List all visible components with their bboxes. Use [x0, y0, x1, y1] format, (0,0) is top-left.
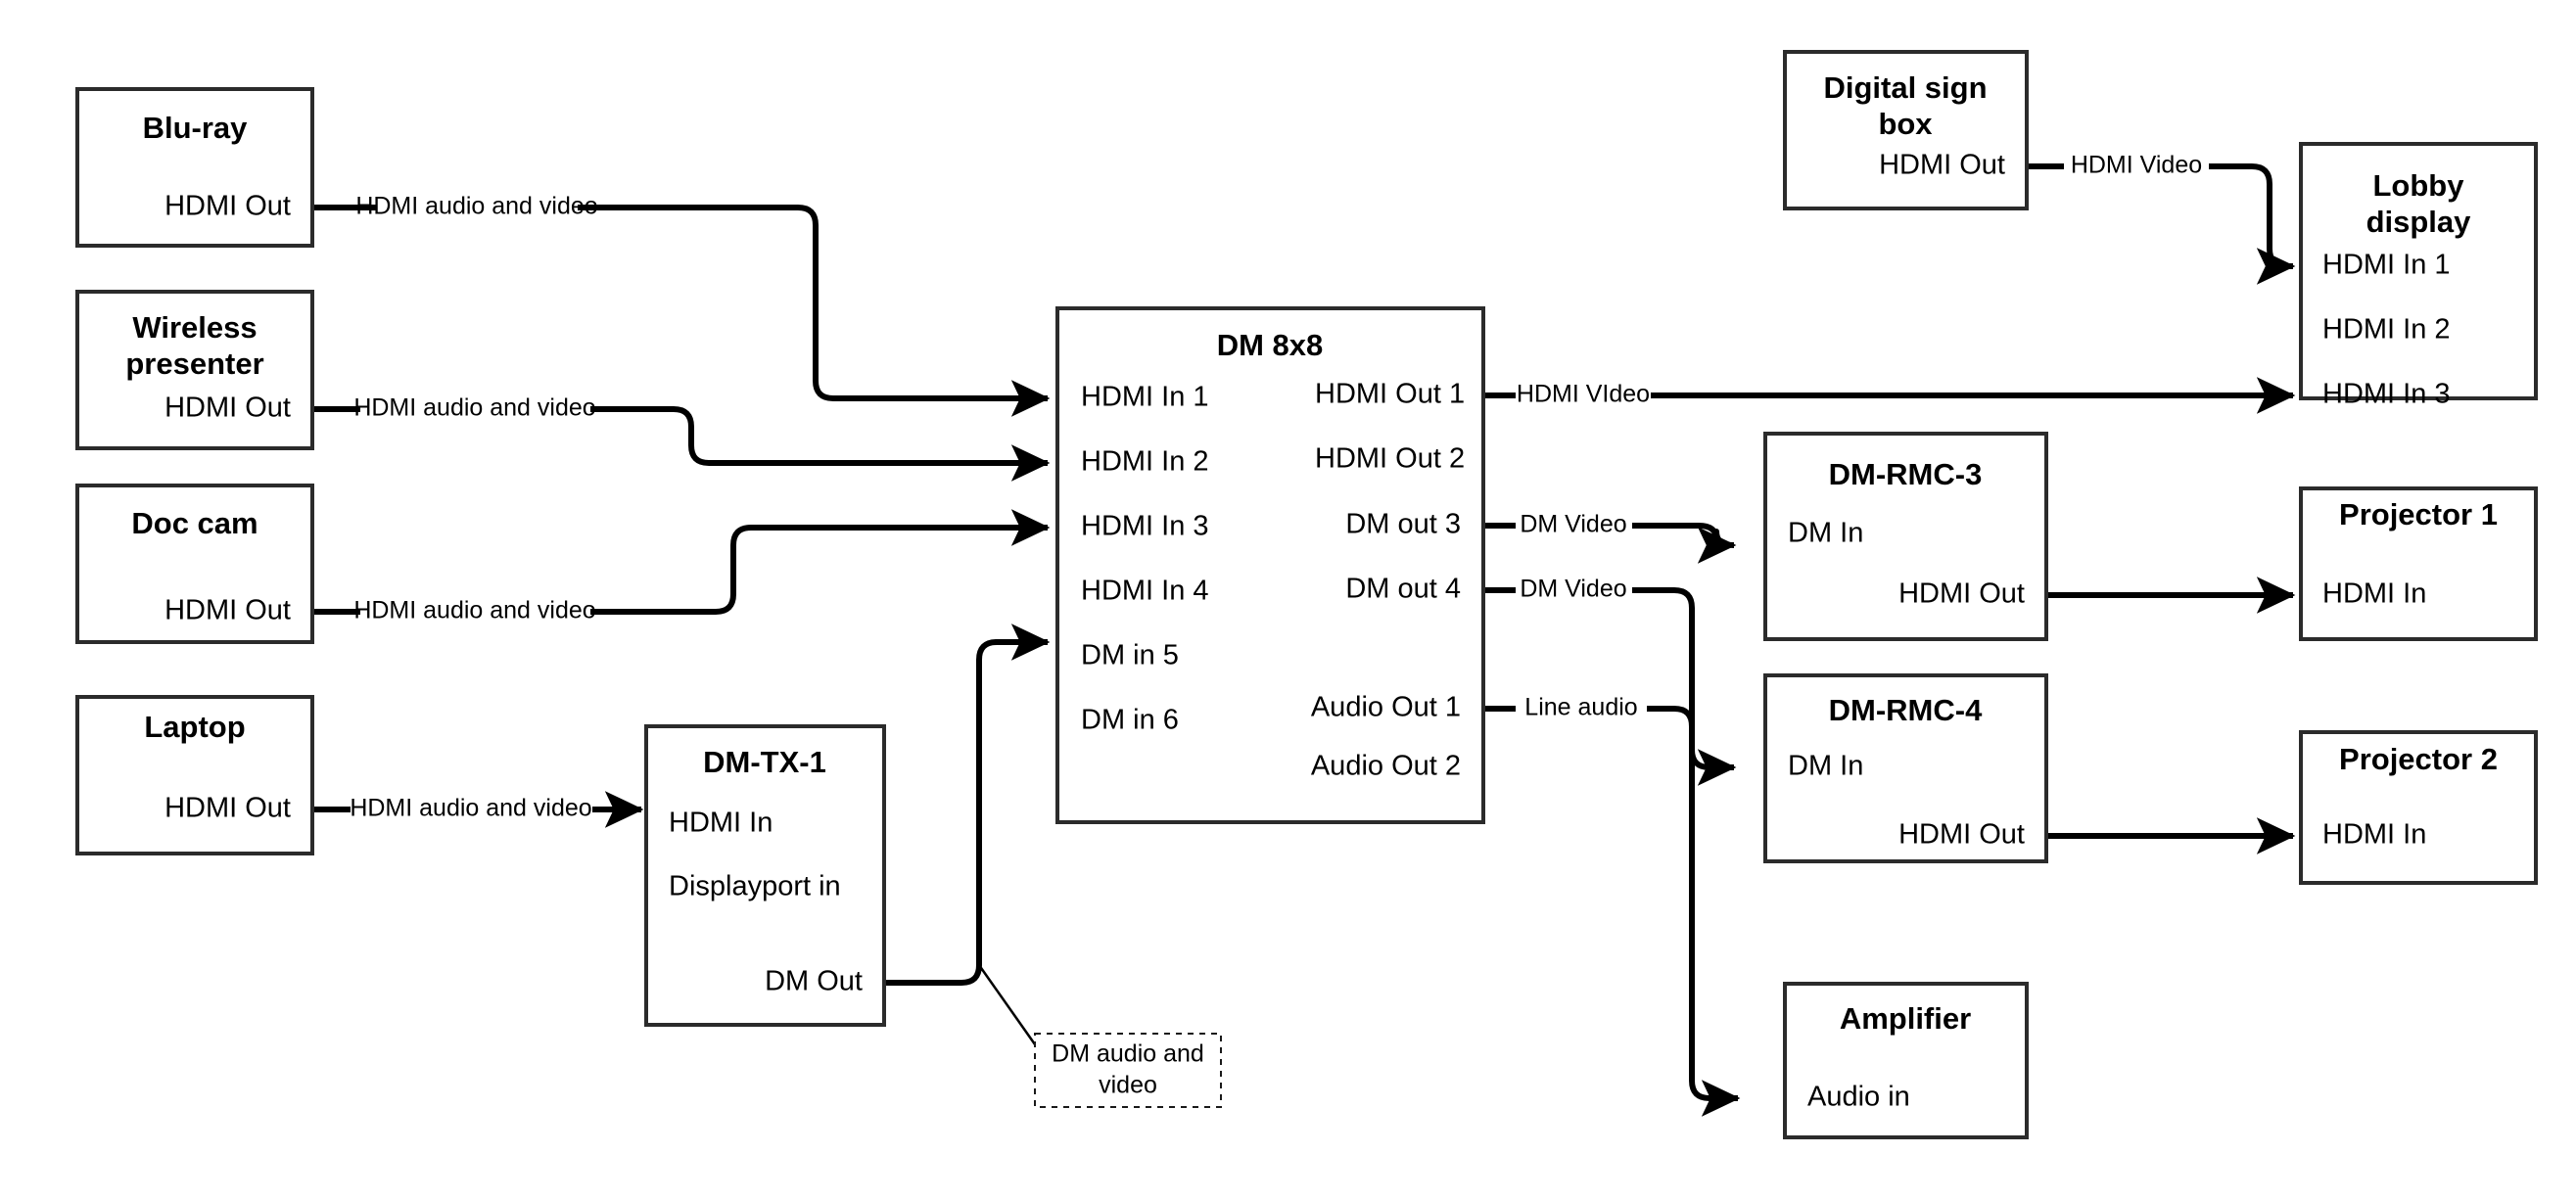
laptop-title: Laptop — [144, 710, 245, 744]
wireless-presenter-box[interactable] — [75, 290, 314, 450]
wireless-presenter-title-line2: presenter — [125, 346, 263, 381]
dm-8x8-output-1: HDMI Out 1 — [1315, 379, 1465, 410]
node-wireless-presenter[interactable]: Wireless presenter HDMI Out — [75, 290, 314, 450]
lobby-display-title-line1: Lobby — [2373, 168, 2465, 203]
doc-cam-port-hdmi-out: HDMI Out — [164, 595, 291, 626]
dm-tx-1-title: DM-TX-1 — [703, 745, 826, 779]
wireless-presenter-title-line1: Wireless — [132, 310, 257, 345]
dm-rmc-4-box[interactable] — [1763, 673, 2048, 863]
digital-sign-box[interactable] — [1783, 50, 2029, 210]
wire-dmtx1-to-dm8x8-in5 — [886, 624, 1051, 986]
dm-8x8-audio-output-1: Audio Out 1 — [1311, 692, 1461, 723]
bluray-title: Blu-ray — [143, 111, 249, 145]
dm-tx-1-box[interactable] — [644, 724, 886, 1027]
projector-2-port-hdmi-in: HDMI In — [2322, 819, 2426, 851]
node-projector-2[interactable]: Projector 2 HDMI In — [2299, 730, 2538, 885]
laptop-box[interactable] — [75, 695, 314, 855]
lobby-display-input-3: HDMI In 3 — [2322, 379, 2451, 410]
node-bluray[interactable]: Blu-ray HDMI Out — [75, 87, 314, 248]
link-label-wireless: HDMI audio and video — [353, 394, 595, 422]
amplifier-port-audio-in: Audio in — [1807, 1082, 1910, 1113]
dm-tx-1-port-dm-out: DM Out — [765, 966, 863, 997]
node-dm-rmc-3[interactable]: DM-RMC-3 DM In HDMI Out — [1763, 432, 2048, 641]
dm-callout-box — [1034, 1033, 1222, 1108]
node-dm-tx-1[interactable]: DM-TX-1 HDMI In Displayport in DM Out — [644, 724, 886, 1027]
wire-callout-leader — [977, 964, 1037, 1045]
node-laptop[interactable]: Laptop HDMI Out — [75, 695, 314, 855]
dm-8x8-input-5: DM in 5 — [1081, 640, 1179, 671]
bluray-port-hdmi-out: HDMI Out — [164, 191, 291, 222]
dm-tx-1-port-displayport-in: Displayport in — [669, 871, 841, 902]
lobby-display-title-line2: display — [2366, 205, 2472, 239]
dm-rmc-3-port-dm-in: DM In — [1788, 518, 1863, 549]
note-dm-audio-video-callout: DM audio and video — [1034, 1033, 1222, 1108]
dm-8x8-input-3: HDMI In 3 — [1081, 511, 1209, 542]
link-label-doccam: HDMI audio and video — [353, 597, 595, 624]
projector-2-box[interactable] — [2299, 730, 2538, 885]
wire-dm8x8-audioout1-to-amp — [1480, 706, 1738, 1098]
link-label-sign-hdmi-video: HDMI Video — [2071, 152, 2202, 179]
node-dm-8x8[interactable]: DM 8x8 HDMI In 1 HDMI In 2 HDMI In 3 HDM… — [1055, 306, 1485, 824]
link-label-dm-video-4: DM Video — [1520, 576, 1626, 603]
amplifier-box[interactable] — [1783, 982, 2029, 1139]
lobby-display-input-2: HDMI In 2 — [2322, 314, 2451, 346]
wire-doccam-to-dm8x8-in3 — [193, 528, 1048, 615]
projector-1-port-hdmi-in: HDMI In — [2322, 578, 2426, 610]
wire-wireless-to-dm8x8-in2 — [193, 406, 1048, 463]
dm-rmc-4-port-dm-in: DM In — [1788, 751, 1863, 782]
lobby-display-box[interactable] — [2299, 142, 2538, 400]
amplifier-title: Amplifier — [1840, 1001, 1971, 1036]
dm-8x8-input-6: DM in 6 — [1081, 705, 1179, 736]
digital-sign-port-hdmi-out: HDMI Out — [1879, 150, 2005, 181]
link-label-dm-video-3: DM Video — [1520, 511, 1626, 538]
dm-8x8-box[interactable] — [1055, 306, 1485, 824]
projector-2-title: Projector 2 — [2339, 742, 2498, 776]
node-lobby-display[interactable]: Lobby display HDMI In 1 HDMI In 2 HDMI I… — [2299, 142, 2538, 410]
doc-cam-box[interactable] — [75, 484, 314, 644]
lobby-display-input-1: HDMI In 1 — [2322, 250, 2451, 281]
dm-8x8-output-4: DM out 4 — [1345, 574, 1461, 605]
dm-8x8-input-2: HDMI In 2 — [1081, 446, 1209, 478]
dm-rmc-4-port-hdmi-out: HDMI Out — [1898, 819, 2025, 851]
dm-8x8-output-2: HDMI Out 2 — [1315, 443, 1465, 475]
link-label-bluray: HDMI audio and video — [355, 193, 597, 220]
digital-sign-title-line2: box — [1878, 107, 1933, 141]
node-doc-cam[interactable]: Doc cam HDMI Out — [75, 484, 314, 644]
wire-bluray-to-dm8x8-in1 — [193, 205, 1048, 398]
node-amplifier[interactable]: Amplifier Audio in — [1783, 982, 2029, 1139]
dm-callout-line2: video — [1099, 1072, 1157, 1099]
dm-8x8-title: DM 8x8 — [1217, 328, 1324, 362]
bluray-box[interactable] — [75, 87, 314, 248]
dm-tx-1-port-hdmi-in: HDMI In — [669, 808, 773, 839]
link-label-laptop: HDMI audio and video — [350, 795, 591, 822]
dm-rmc-3-title: DM-RMC-3 — [1829, 457, 1983, 491]
projector-1-box[interactable] — [2299, 486, 2538, 641]
dm-rmc-4-title: DM-RMC-4 — [1829, 693, 1983, 727]
link-label-layer: HDMI audio and video HDMI audio and vide… — [350, 152, 2202, 822]
doc-cam-title: Doc cam — [131, 506, 258, 540]
node-digital-sign-box[interactable]: Digital sign box HDMI Out — [1783, 50, 2029, 210]
wire-layer — [193, 163, 2293, 1098]
wireless-presenter-port-hdmi-out: HDMI Out — [164, 393, 291, 424]
dm-rmc-3-box[interactable] — [1763, 432, 2048, 641]
dm-8x8-input-1: HDMI In 1 — [1081, 382, 1209, 413]
node-dm-rmc-4[interactable]: DM-RMC-4 DM In HDMI Out — [1763, 673, 2048, 863]
link-label-hdmi-video-lobby: HDMI VIdeo — [1517, 381, 1650, 408]
wire-dm8x8-out3-to-rmc3 — [1480, 526, 1734, 545]
dm-8x8-audio-output-2: Audio Out 2 — [1311, 751, 1461, 782]
projector-1-title: Projector 1 — [2339, 497, 2498, 531]
dm-8x8-output-3: DM out 3 — [1345, 509, 1461, 540]
dm-rmc-3-port-hdmi-out: HDMI Out — [1898, 578, 2025, 610]
link-label-line-audio: Line audio — [1524, 694, 1637, 721]
dm-callout-line1: DM audio and — [1052, 1040, 1204, 1068]
node-projector-1[interactable]: Projector 1 HDMI In — [2299, 486, 2538, 641]
laptop-port-hdmi-out: HDMI Out — [164, 793, 291, 824]
dm-8x8-input-4: HDMI In 4 — [1081, 576, 1209, 607]
wire-dm8x8-out4-to-rmc4 — [1480, 587, 1734, 767]
digital-sign-title-line1: Digital sign — [1823, 70, 1987, 105]
wire-sign-to-lobby-in1 — [2027, 163, 2293, 266]
